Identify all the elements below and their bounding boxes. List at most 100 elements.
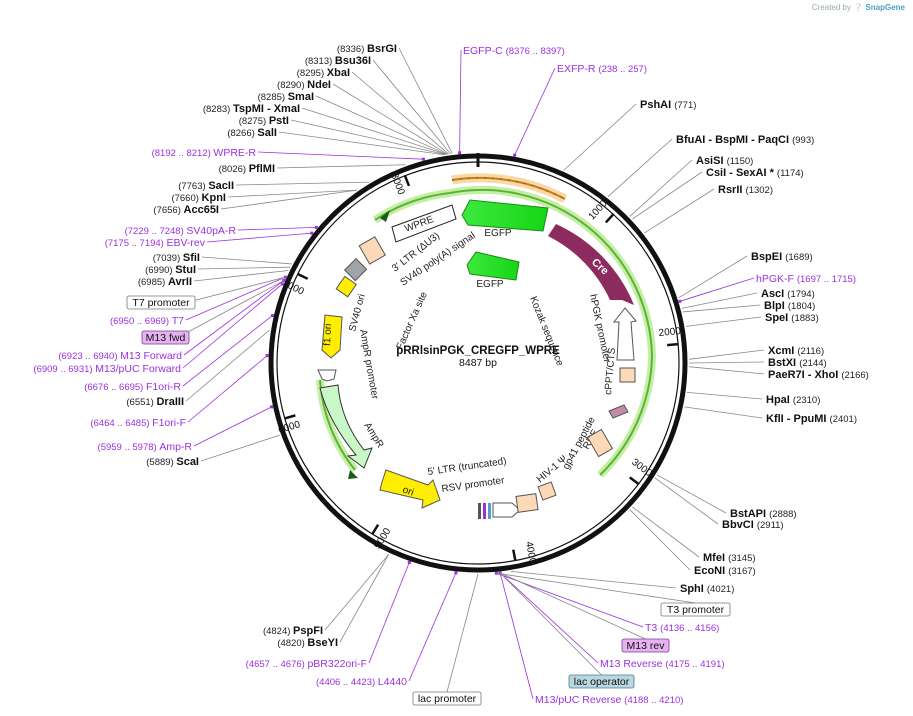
tick-label-8: 8000 bbox=[388, 172, 406, 197]
primer-f1ori-f[interactable]: (6464 .. 6485) F1ori-F bbox=[90, 417, 186, 429]
site-sacii[interactable]: (7763) SacII bbox=[178, 180, 234, 192]
site-csii-sexai[interactable]: CsiI - SexAI * (1174) bbox=[706, 167, 804, 179]
sv40ori-box[interactable] bbox=[335, 275, 358, 298]
primer-m13-reverse[interactable]: M13 Reverse (4175 .. 4191) bbox=[600, 658, 725, 670]
ltr5-box[interactable] bbox=[515, 493, 539, 513]
site-pos: (4021) bbox=[707, 584, 734, 595]
primer-egfp-c[interactable]: EGFP-C (8376 .. 8397) bbox=[463, 45, 565, 57]
site-bsrgi[interactable]: (8336) BsrGI bbox=[337, 43, 397, 55]
site-bsu36i[interactable]: (8313) Bsu36I bbox=[305, 55, 371, 67]
site-hpai[interactable]: HpaI (2310) bbox=[766, 394, 820, 406]
rre-box[interactable] bbox=[586, 428, 614, 458]
site-sphi[interactable]: SphI (4021) bbox=[680, 583, 734, 595]
site-pflmi[interactable]: (8026) PflMI bbox=[219, 163, 275, 175]
site-bbvci[interactable]: BbvCI (2911) bbox=[722, 519, 784, 531]
site-mfei[interactable]: MfeI (3145) bbox=[703, 552, 756, 564]
site-avrii[interactable]: (6985) AvrII bbox=[138, 276, 192, 288]
site-bseyi[interactable]: (4820) BseYI bbox=[277, 637, 338, 649]
hpgk-arrow[interactable] bbox=[612, 307, 637, 361]
gp41-box[interactable] bbox=[608, 404, 629, 419]
primer-exfp-r[interactable]: EXFP-R (238 .. 257) bbox=[557, 63, 647, 75]
site-bspei[interactable]: BspEI (1689) bbox=[751, 251, 813, 263]
site-tspmi-xmai[interactable]: (8283) TspMI - XmaI bbox=[203, 103, 300, 115]
box-m13-rev[interactable]: M13 rev bbox=[621, 638, 670, 653]
site-pspfi[interactable]: (4824) PspFI bbox=[263, 625, 323, 637]
site-kfli-ppumi[interactable]: KflI - PpuMI (2401) bbox=[766, 413, 857, 425]
leader-kfli-ppumi bbox=[684, 406, 763, 419]
leader-pspfi bbox=[324, 553, 390, 631]
box-m13-fwd[interactable]: M13 fwd bbox=[141, 330, 190, 345]
site-blpi[interactable]: BlpI (1804) bbox=[764, 300, 815, 312]
site-econi[interactable]: EcoNI (3167) bbox=[694, 565, 756, 577]
site-name: XbaI bbox=[327, 67, 350, 79]
site-pshai[interactable]: PshAI (771) bbox=[640, 99, 696, 111]
site-sali[interactable]: (8266) SalI bbox=[227, 127, 277, 139]
primer-wpre-r[interactable]: (8192 .. 8212) WPRE-R bbox=[152, 147, 257, 159]
site-name: AscI bbox=[761, 288, 787, 300]
site-scai[interactable]: (5889) ScaI bbox=[146, 456, 199, 468]
primer-l4440[interactable]: (4406 .. 4423) L4440 bbox=[316, 676, 407, 688]
ampr-arrow[interactable] bbox=[319, 384, 373, 469]
hiv-box[interactable] bbox=[537, 481, 557, 501]
primer-t7[interactable]: (6950 .. 6969) T7 bbox=[110, 315, 184, 327]
ampr-label: AmpR bbox=[361, 421, 385, 450]
leader-primer-amp-r bbox=[193, 406, 272, 447]
site-paer7i-xhoi[interactable]: PaeR7I - XhoI (2166) bbox=[768, 369, 869, 381]
site-ndei[interactable]: (8290) NdeI bbox=[277, 79, 331, 91]
site-kpni[interactable]: (7660) KpnI bbox=[171, 192, 226, 204]
primer-hpgk-f[interactable]: hPGK-F (1697 .. 1715) bbox=[756, 273, 856, 285]
site-smai[interactable]: (8285) SmaI bbox=[258, 91, 314, 103]
site-xcmi[interactable]: XcmI (2116) bbox=[768, 345, 824, 357]
site-pos: (2911) bbox=[757, 520, 784, 531]
primer-m13-puc-forward[interactable]: (6909 .. 6931) M13/pUC Forward bbox=[33, 363, 181, 375]
site-rsrii[interactable]: RsrII (1302) bbox=[718, 184, 773, 196]
site-spei[interactable]: SpeI (1883) bbox=[765, 312, 819, 324]
primer-mark bbox=[270, 314, 274, 318]
leader-acc65i bbox=[220, 189, 358, 210]
site-name: SfiI bbox=[183, 252, 200, 264]
site-name: AsiSI bbox=[696, 155, 727, 167]
site-stui[interactable]: (6990) StuI bbox=[145, 264, 196, 276]
box-t7-promoter[interactable]: T7 promoter bbox=[126, 295, 196, 310]
site-asci[interactable]: AscI (1794) bbox=[761, 288, 815, 300]
site-draiii[interactable]: (6551) DraIII bbox=[126, 396, 184, 408]
ltr3-box[interactable] bbox=[358, 236, 386, 265]
primer-mark bbox=[421, 157, 425, 161]
site-xbai[interactable]: (8295) XbaI bbox=[297, 67, 350, 79]
site-bfuai-bspmi-paqci[interactable]: BfuAI - BspMI - PaqCI (993) bbox=[676, 134, 814, 146]
egfp-outer-arrow[interactable] bbox=[461, 199, 549, 232]
sv40pa-box[interactable] bbox=[343, 257, 368, 282]
f1ori-arrow[interactable] bbox=[321, 314, 343, 359]
green-arc-top bbox=[374, 192, 451, 221]
site-psti[interactable]: (8275) PstI bbox=[239, 115, 289, 127]
wpre-box[interactable] bbox=[391, 204, 457, 243]
site-name: BsrGI bbox=[367, 43, 397, 55]
primer-pbr322ori-f[interactable]: (4657 .. 4676) pBR322ori-F bbox=[246, 658, 367, 670]
box-lac-promoter[interactable]: lac promoter bbox=[412, 691, 482, 706]
box-lac-operator[interactable]: lac operator bbox=[568, 674, 635, 689]
leader-smai bbox=[315, 95, 447, 155]
primer-m13-puc-reverse[interactable]: M13/pUC Reverse (4188 .. 4210) bbox=[535, 694, 683, 706]
egfp-inner-arrow[interactable] bbox=[466, 251, 520, 281]
primer-ebv-rev[interactable]: (7175 .. 7194) EBV-rev bbox=[105, 237, 206, 249]
primer-mark bbox=[678, 299, 682, 303]
amprprom-arrow[interactable] bbox=[317, 369, 337, 382]
site-acc65i[interactable]: (7656) Acc65I bbox=[153, 204, 219, 216]
leader-bspei bbox=[678, 255, 748, 299]
site-bstapi[interactable]: BstAPI (2888) bbox=[730, 508, 797, 520]
primer-f1ori-r[interactable]: (6676 .. 6695) F1ori-R bbox=[84, 381, 181, 393]
site-bstxi[interactable]: BstXI (2144) bbox=[768, 357, 827, 369]
primer-m13-forward[interactable]: (6923 .. 6940) M13 Forward bbox=[58, 350, 182, 362]
site-name: SmaI bbox=[288, 91, 314, 103]
box-t3-promoter[interactable]: T3 promoter bbox=[660, 602, 731, 617]
primer-t3[interactable]: T3 (4136 .. 4156) bbox=[645, 622, 719, 634]
cre-arrow[interactable] bbox=[548, 224, 634, 305]
site-name: BbvCI bbox=[722, 519, 757, 531]
rsv-arrow[interactable] bbox=[492, 502, 521, 518]
ori-arrow[interactable] bbox=[379, 469, 441, 509]
site-sfii[interactable]: (7039) SfiI bbox=[153, 252, 200, 264]
cppt-box[interactable] bbox=[619, 367, 636, 383]
primer-amp-r[interactable]: (5959 .. 5978) Amp-R bbox=[98, 441, 193, 453]
primer-sv40pa-r[interactable]: (7229 .. 7248) SV40pA-R bbox=[125, 225, 237, 237]
site-asisi[interactable]: AsiSI (1150) bbox=[696, 155, 753, 167]
